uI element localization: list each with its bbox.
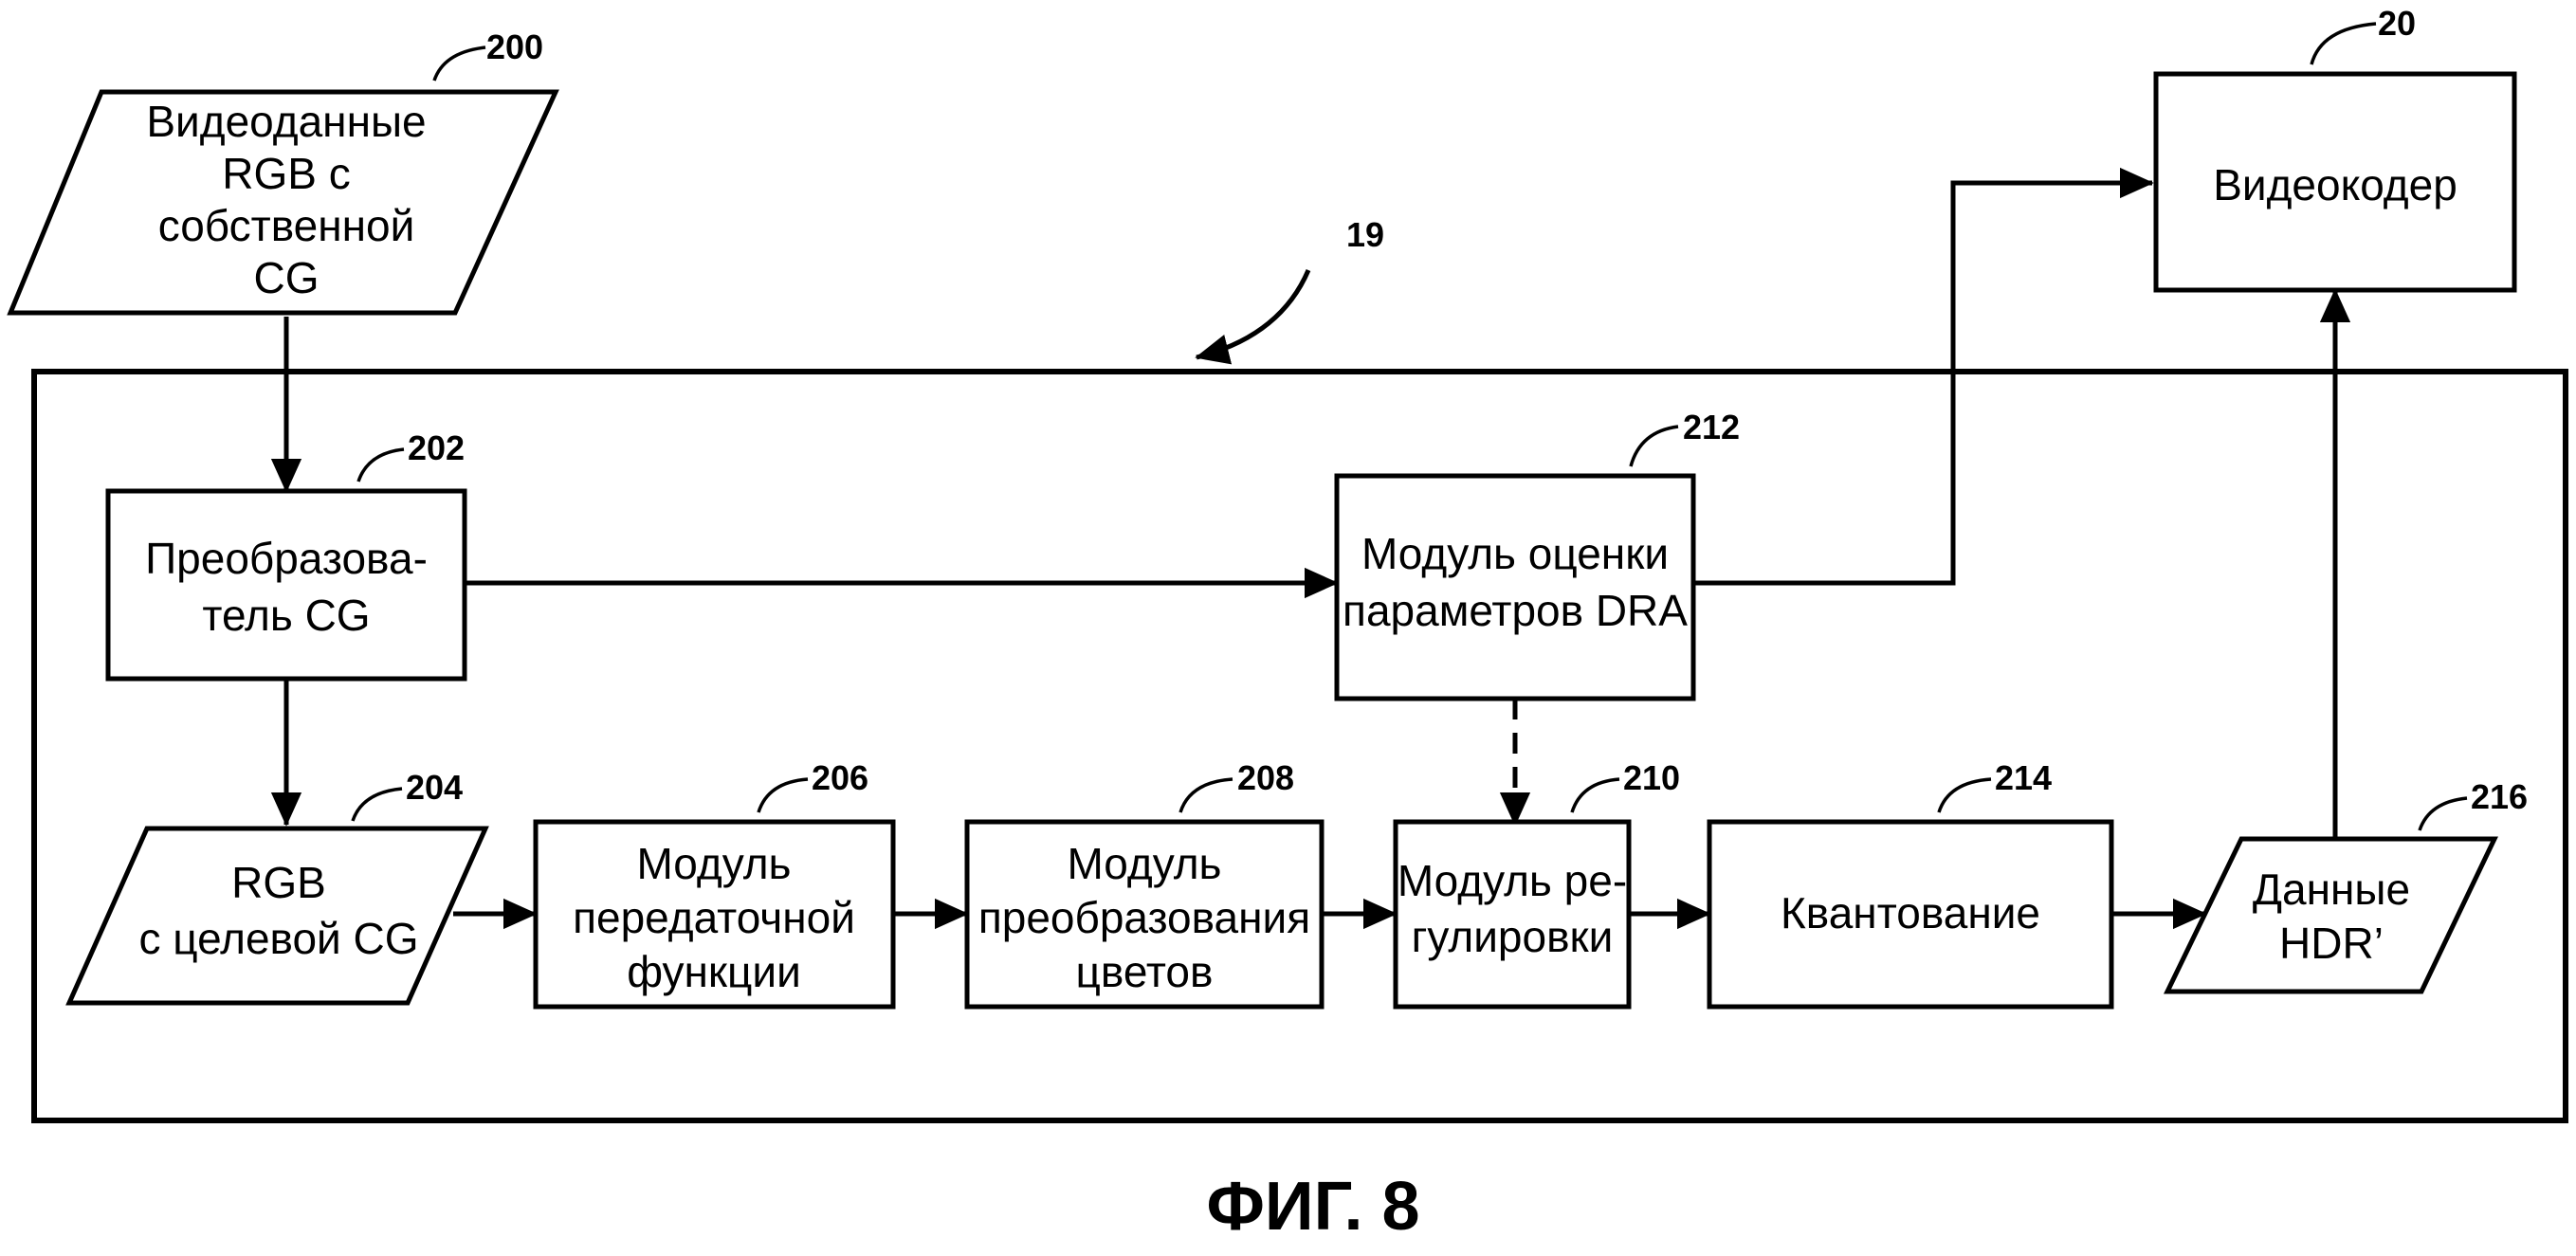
ref-208: 208 — [1237, 758, 1294, 797]
ref-19: 19 — [1346, 215, 1384, 254]
node-208-line-1: Модуль — [1067, 839, 1221, 888]
node-200-line-4: CG — [254, 253, 320, 302]
leader-200 — [432, 46, 486, 82]
ref-212: 212 — [1683, 408, 1740, 446]
node-206-line-1: Модуль — [636, 839, 791, 888]
node-206-line-2: передаточной — [573, 893, 855, 942]
node-20-video-encoder: Видеокодер 20 — [2153, 4, 2517, 293]
node-206-transfer-function: Модуль передаточной функции 206 — [533, 758, 896, 1010]
node-200-line-2: RGB с — [222, 149, 350, 198]
leader-216 — [2418, 796, 2468, 831]
connectors — [270, 167, 2351, 930]
node-210-adjustment: Модуль ре- гулировки 210 — [1393, 758, 1680, 1010]
node-206-line-3: функции — [627, 947, 801, 996]
node-204-line-1: RGB — [231, 858, 326, 907]
ref-19-indicator: 19 — [1195, 215, 1384, 365]
ref-214: 214 — [1995, 758, 2052, 797]
node-210-line-2: гулировки — [1412, 912, 1614, 961]
ref-202: 202 — [408, 428, 465, 467]
node-208-color-conversion: Модуль преобразования цветов 208 — [964, 758, 1325, 1010]
leader-214 — [1937, 777, 1992, 813]
node-202-cg-converter: Преобразова- тель CG 202 — [105, 428, 467, 682]
leader-19 — [1195, 269, 1311, 365]
system-boundary-19 — [31, 369, 2568, 1123]
node-210-line-1: Модуль ре- — [1398, 856, 1627, 905]
leader-204 — [351, 787, 403, 822]
ref-206: 206 — [812, 758, 868, 797]
node-202-line-2: тель CG — [202, 591, 370, 640]
ref-200: 200 — [486, 27, 543, 66]
arrow-212-to-20 — [1693, 167, 2154, 586]
node-200-input-data: Видеоданные RGB с собственной CG 200 — [7, 27, 559, 316]
node-212-line-2: параметров DRA — [1343, 586, 1688, 635]
node-200-line-1: Видеоданные — [146, 97, 426, 146]
node-200-line-3: собственной — [158, 201, 415, 250]
node-212-line-1: Модуль оценки — [1361, 529, 1669, 578]
node-204-line-2: с целевой CG — [138, 914, 418, 963]
node-208-line-2: преобразования — [978, 893, 1310, 942]
leader-210 — [1570, 777, 1620, 813]
node-214-line-1: Квантование — [1781, 888, 2040, 937]
leader-208 — [1178, 777, 1233, 813]
leader-202 — [356, 447, 405, 482]
node-202-line-1: Преобразова- — [145, 534, 428, 583]
leader-212 — [1629, 425, 1679, 467]
node-216-hdr-data: Данные HDR’ 216 — [2164, 777, 2528, 994]
node-20-line-1: Видеокодер — [2213, 160, 2457, 209]
leader-206 — [757, 777, 809, 813]
leader-20 — [2310, 22, 2377, 65]
ref-204: 204 — [406, 768, 463, 807]
ref-20: 20 — [2378, 4, 2416, 43]
node-204-rgb-target-cg: RGB с целевой CG 204 — [65, 768, 489, 1006]
ref-216: 216 — [2471, 777, 2528, 816]
node-214-quantization: Квантование 214 — [1707, 758, 2114, 1010]
node-216-line-2: HDR’ — [2279, 919, 2384, 968]
ref-210: 210 — [1623, 758, 1680, 797]
node-208-line-3: цветов — [1076, 947, 1214, 996]
node-216-line-1: Данные — [2253, 865, 2410, 914]
node-212-dra-estimator: Модуль оценки параметров DRA 212 — [1334, 408, 1740, 701]
figure-caption: ФИГ. 8 — [1206, 1169, 1419, 1245]
